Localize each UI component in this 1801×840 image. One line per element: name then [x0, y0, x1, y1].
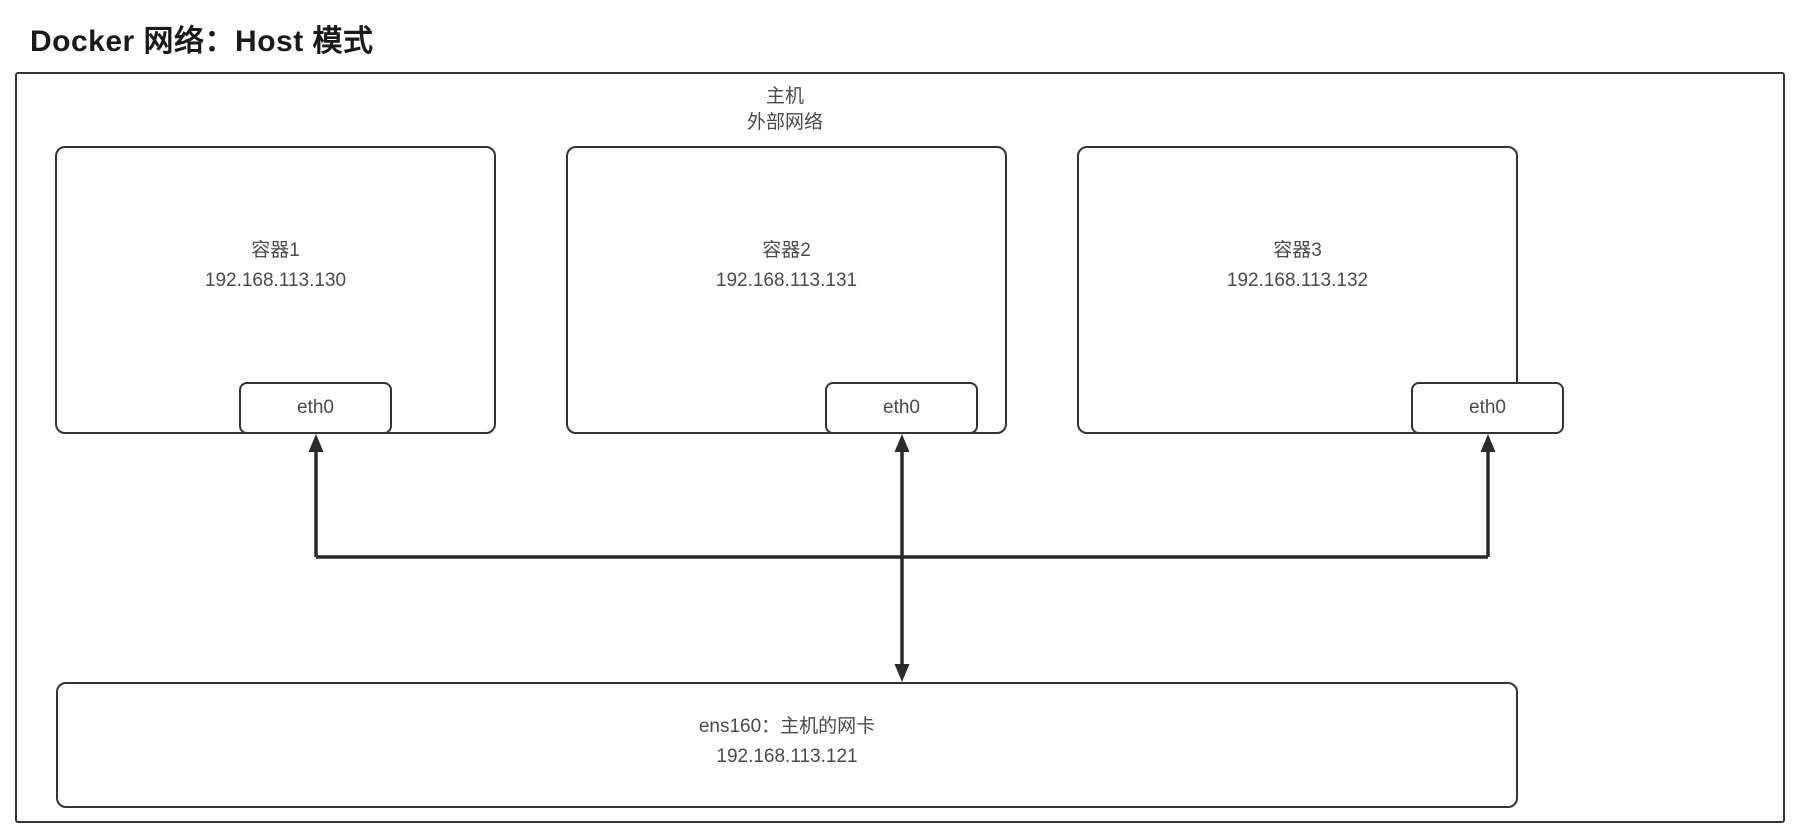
container-2-eth0-box[interactable]: eth0 — [825, 382, 978, 434]
container-1-ip: 192.168.113.130 — [204, 270, 347, 291]
container-1-eth0-box[interactable]: eth0 — [239, 382, 392, 434]
host-network-label: 外部网络 — [746, 112, 823, 133]
container-2-label: 容器2 192.168.113.131 — [568, 236, 1005, 296]
host-nic-label: ens160：主机的网卡 192.168.113.121 — [58, 712, 1516, 772]
container-3-name: 容器3 — [1273, 240, 1322, 261]
host-nic-name: ens160：主机的网卡 — [698, 716, 876, 737]
container-3-label: 容器3 192.168.113.132 — [1079, 236, 1516, 296]
container-1-name: 容器1 — [251, 240, 300, 261]
host-caption: 主机 外部网络 — [635, 84, 935, 136]
host-name-label: 主机 — [765, 86, 804, 107]
container-3-ip: 192.168.113.132 — [1226, 270, 1369, 291]
container-2-ip: 192.168.113.131 — [715, 270, 858, 291]
host-nic-box[interactable]: ens160：主机的网卡 192.168.113.121 — [56, 682, 1518, 808]
container-3-eth0-box[interactable]: eth0 — [1411, 382, 1564, 434]
page-title: Docker 网络：Host 模式 — [30, 25, 374, 58]
host-nic-ip: 192.168.113.121 — [716, 746, 858, 767]
container-1-label: 容器1 192.168.113.130 — [57, 236, 494, 296]
container-2-name: 容器2 — [762, 240, 811, 261]
